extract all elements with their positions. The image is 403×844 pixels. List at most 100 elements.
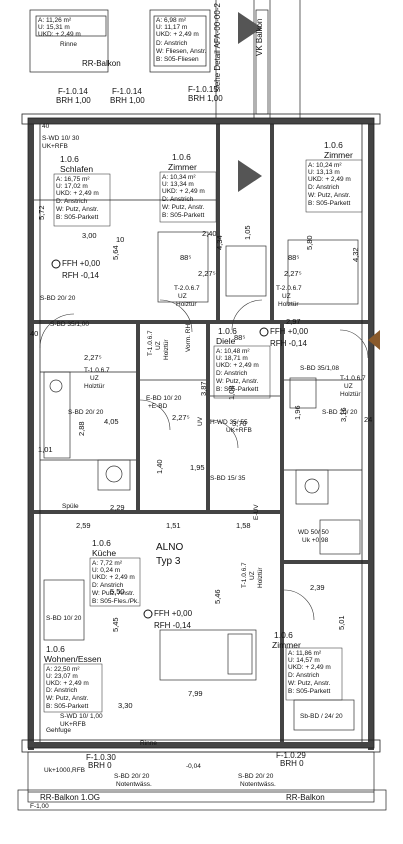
svg-text:W: Putz, Anstr.: W: Putz, Anstr. bbox=[46, 695, 89, 702]
svg-text:UKD: + 2,49 m: UKD: + 2,49 m bbox=[216, 362, 259, 369]
svg-text:2,59: 2,59 bbox=[76, 521, 91, 530]
svg-text:40: 40 bbox=[30, 329, 38, 338]
svg-text:2,39: 2,39 bbox=[310, 583, 325, 592]
windows-bottom: F-1.0.30 BRH 0 F-1.0.29 BRH 0 bbox=[86, 751, 306, 770]
svg-text:U: 17,02 m: U: 17,02 m bbox=[56, 183, 88, 190]
svg-text:F-1.0.14: F-1.0.14 bbox=[58, 87, 88, 96]
svg-text:-0,04: -0,04 bbox=[186, 763, 201, 770]
svg-text:UK+RFB: UK+RFB bbox=[226, 427, 252, 434]
svg-text:T-1.0.6.7: T-1.0.6.7 bbox=[340, 375, 366, 382]
svg-text:2,29: 2,29 bbox=[110, 503, 125, 512]
svg-text:A: 10,24 m²: A: 10,24 m² bbox=[308, 162, 342, 169]
balcony-bottom-left: RR-Balkon 1.OG bbox=[40, 793, 100, 802]
room-wohnen-essen: 1.0.6 Wohnen/Essen A: 22,50 m² U: 23,07 … bbox=[43, 644, 103, 713]
svg-text:S-BD 15/ 35: S-BD 15/ 35 bbox=[210, 475, 246, 482]
svg-text:U: 18,71 m: U: 18,71 m bbox=[216, 355, 248, 362]
svg-text:1.0.6: 1.0.6 bbox=[274, 630, 293, 640]
svg-text:D: Anstrich: D: Anstrich bbox=[162, 196, 194, 203]
svg-text:5,45: 5,45 bbox=[111, 617, 120, 632]
level-markers: FFH +0,00 RFH -0,14 FFH +0,00 RFH -0,14 … bbox=[51, 259, 309, 630]
room-zimmer-1: 1.0.6 Zimmer A: 10,34 m² U: 13,34 m UKD:… bbox=[159, 152, 217, 223]
svg-text:1,51: 1,51 bbox=[166, 521, 181, 530]
svg-text:F-1.0.14: F-1.0.14 bbox=[112, 87, 142, 96]
room-zimmer-2: 1.0.6 Zimmer A: 10,24 m² U: 13,13 m UKD:… bbox=[305, 140, 363, 213]
svg-text:1,58: 1,58 bbox=[236, 521, 251, 530]
svg-text:A: 11,86 m²: A: 11,86 m² bbox=[288, 650, 322, 657]
svg-text:1.0.6: 1.0.6 bbox=[218, 326, 237, 336]
svg-text:T-1.0.6.7: T-1.0.6.7 bbox=[147, 330, 154, 356]
svg-text:U: 14,57 m: U: 14,57 m bbox=[288, 657, 320, 664]
svg-text:3,16: 3,16 bbox=[339, 407, 348, 422]
svg-text:BRH 0: BRH 0 bbox=[88, 761, 112, 770]
svg-text:UKD: + 2,49 m: UKD: + 2,49 m bbox=[162, 188, 205, 195]
room-kueche: 1.0.6 Küche A: 7,72 m² U: 0,24 m UKD: + … bbox=[89, 538, 141, 607]
door-labels: T-1.0.6.7 UZ Holztür T-2.0.6.7 UZ Holztü… bbox=[84, 285, 366, 588]
svg-text:W: Putz, Anstr.: W: Putz, Anstr. bbox=[216, 378, 259, 385]
svg-text:UV: UV bbox=[197, 416, 204, 426]
svg-text:4,05: 4,05 bbox=[104, 417, 119, 426]
svg-text:T-2.0.6.7: T-2.0.6.7 bbox=[174, 285, 200, 292]
svg-text:BRH 1,00: BRH 1,00 bbox=[110, 96, 145, 105]
svg-text:3,70: 3,70 bbox=[232, 419, 247, 428]
svg-text:B: S05-Parkett: B: S05-Parkett bbox=[46, 703, 88, 710]
svg-text:2,27⁵: 2,27⁵ bbox=[198, 269, 216, 278]
svg-text:E-UV: E-UV bbox=[253, 504, 260, 520]
svg-text:1.0.6: 1.0.6 bbox=[60, 154, 79, 164]
svg-text:5,72: 5,72 bbox=[37, 205, 46, 220]
svg-text:Spüle: Spüle bbox=[62, 503, 79, 510]
svg-text:D: Anstrich: D: Anstrich bbox=[92, 582, 124, 589]
svg-text:Holztür: Holztür bbox=[257, 567, 264, 588]
svg-text:B: S05-Fles./Pk.: B: S05-Fles./Pk. bbox=[92, 598, 139, 605]
svg-text:5,80: 5,80 bbox=[305, 235, 314, 250]
svg-text:88⁵: 88⁵ bbox=[288, 253, 299, 262]
svg-text:A: 10,48 m²: A: 10,48 m² bbox=[216, 348, 250, 355]
svg-text:Zimmer: Zimmer bbox=[272, 640, 301, 650]
svg-text:88⁵: 88⁵ bbox=[180, 253, 191, 262]
svg-text:Holztür: Holztür bbox=[163, 339, 170, 360]
svg-text:B: S05-Parkett: B: S05-Parkett bbox=[56, 214, 98, 221]
room-schlafen: 1.0.6 Schlafen A: 16,75 m² U: 17,02 m UK… bbox=[53, 154, 111, 227]
svg-text:UZ: UZ bbox=[90, 375, 99, 382]
svg-text:UK+RFB: UK+RFB bbox=[42, 143, 68, 150]
svg-text:Vorm. RH: Vorm. RH bbox=[185, 324, 192, 352]
svg-text:Uk+1000,RFB: Uk+1000,RFB bbox=[44, 767, 85, 774]
vk-label: VK Balkon bbox=[255, 19, 264, 56]
svg-text:S-BD 35/1,08: S-BD 35/1,08 bbox=[300, 365, 339, 372]
svg-text:1.0.6: 1.0.6 bbox=[92, 538, 111, 548]
svg-text:B: S05-Fliesen: B: S05-Fliesen bbox=[156, 56, 199, 63]
svg-text:Wohnen/Essen: Wohnen/Essen bbox=[44, 654, 102, 664]
svg-text:UKD: + 2,49 m: UKD: + 2,49 m bbox=[46, 680, 89, 687]
svg-text:Zimmer: Zimmer bbox=[168, 162, 197, 172]
svg-text:W: Putz, Anstr.: W: Putz, Anstr. bbox=[92, 590, 135, 597]
svg-text:B: S05-Parkett: B: S05-Parkett bbox=[288, 688, 330, 695]
svg-text:WD 50/ 50: WD 50/ 50 bbox=[298, 529, 329, 536]
svg-text:3,00: 3,00 bbox=[82, 231, 97, 240]
svg-text:4,34: 4,34 bbox=[215, 235, 224, 250]
svg-text:F-1.0.29: F-1.0.29 bbox=[276, 751, 306, 760]
svg-text:1,05: 1,05 bbox=[243, 225, 252, 240]
svg-text:T-2.0.6.7: T-2.0.6.7 bbox=[276, 285, 302, 292]
svg-text:W: Putz, Anstr.: W: Putz, Anstr. bbox=[308, 192, 351, 199]
svg-text:D: Anstrich: D: Anstrich bbox=[56, 198, 88, 205]
windows-top: F-1.0.14 BRH 1,00 F-1.0.14 BRH 1,00 F-1.… bbox=[42, 85, 223, 150]
svg-text:D: Anstrich: D: Anstrich bbox=[288, 672, 320, 679]
bottom-balcony bbox=[17, 751, 387, 811]
svg-text:3,87: 3,87 bbox=[199, 381, 208, 396]
svg-text:Holztür: Holztür bbox=[340, 391, 361, 398]
svg-text:A: 22,50 m²: A: 22,50 m² bbox=[46, 666, 80, 673]
svg-text:T-1.0.6.7: T-1.0.6.7 bbox=[84, 367, 110, 374]
svg-text:Holztür: Holztür bbox=[176, 301, 197, 308]
svg-text:88⁵: 88⁵ bbox=[234, 333, 245, 342]
svg-text:1,96: 1,96 bbox=[293, 405, 302, 420]
svg-text:A: 10,34 m²: A: 10,34 m² bbox=[162, 174, 196, 181]
svg-text:7,99: 7,99 bbox=[188, 689, 203, 698]
svg-text:FFH +0,00: FFH +0,00 bbox=[62, 259, 101, 268]
svg-text:T-1.0.6.7: T-1.0.6.7 bbox=[241, 562, 248, 588]
svg-text:S-BD 10/ 20: S-BD 10/ 20 bbox=[46, 615, 82, 622]
svg-text:A: 16,75 m²: A: 16,75 m² bbox=[56, 176, 90, 183]
svg-text:S-BD 20/ 20: S-BD 20/ 20 bbox=[238, 773, 274, 780]
svg-text:1.0.6: 1.0.6 bbox=[324, 140, 343, 150]
svg-text:B: S05-Parkett: B: S05-Parkett bbox=[308, 200, 350, 207]
svg-text:Sb-BD / 24/ 20: Sb-BD / 24/ 20 bbox=[300, 713, 343, 720]
svg-text:UKD: + 2,49 m: UKD: + 2,49 m bbox=[156, 31, 199, 38]
